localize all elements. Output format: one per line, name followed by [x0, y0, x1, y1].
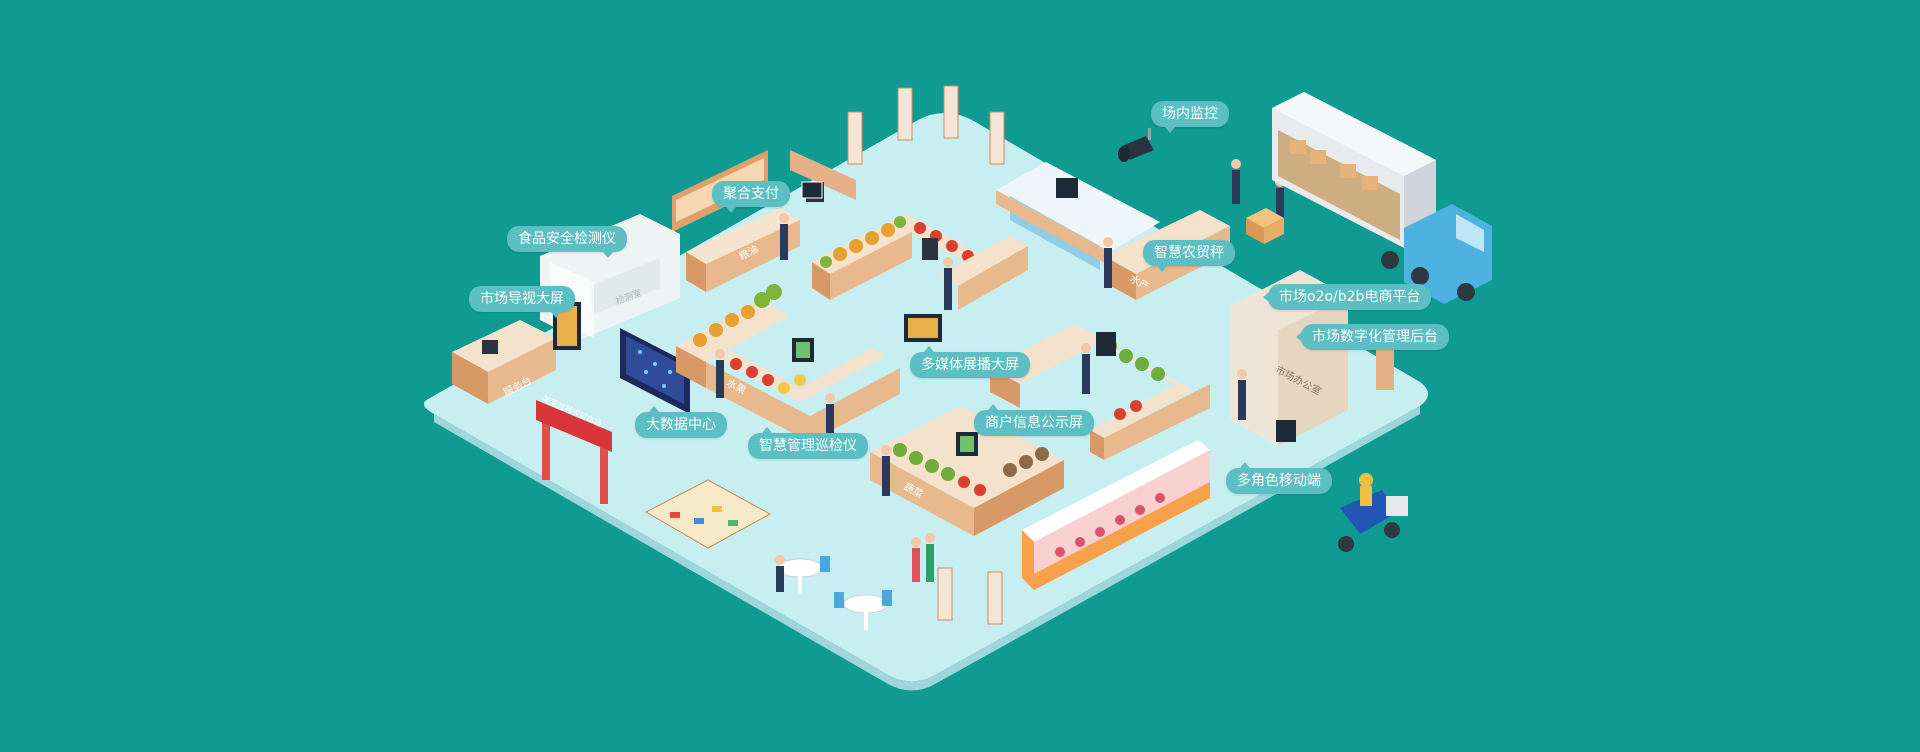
label-multimedia-screen: 多媒体展播大屏: [910, 346, 1030, 378]
label-guide-screen: 市场导视大屏: [469, 286, 575, 318]
fruit-stall-left: [676, 284, 900, 442]
service-desk: [452, 320, 556, 404]
label-merchant-screen: 商户信息公示屏: [974, 404, 1094, 436]
entrance-arch: [536, 400, 612, 504]
entrance-gates: [847, 85, 1005, 625]
label-digital-backend: 市场数字化管理后台: [1296, 324, 1449, 350]
label-food-safety: 食品安全检测仪: [507, 226, 627, 258]
label-monitoring: 场内监控: [1151, 101, 1229, 133]
fruit-stall-top: [812, 214, 1028, 310]
dining-tables: [777, 556, 892, 630]
people: [715, 159, 1285, 592]
label-payment: 聚合支付: [712, 181, 790, 213]
info-screens: [792, 178, 1296, 456]
label-smart-scale: 智慧农贸秤: [1143, 240, 1235, 272]
grain-oil-area: [672, 150, 856, 292]
box-icon: [1246, 208, 1284, 244]
vegetable-stall-bottom: [870, 406, 1064, 536]
label-ecommerce: 市场o2o/b2b电商平台: [1262, 284, 1432, 310]
kids-play-area: [644, 479, 772, 549]
truck-icon: [1272, 92, 1492, 304]
label-patrol: 智慧管理巡检仪: [748, 427, 868, 459]
big-data-screen: [620, 328, 690, 414]
scooter-icon: [1338, 473, 1408, 552]
label-mobile: 多角色移动端: [1226, 462, 1332, 494]
camera-icon: [1118, 128, 1154, 162]
label-big-data: 大数据中心: [635, 406, 727, 438]
meat-counter: [1022, 440, 1210, 590]
